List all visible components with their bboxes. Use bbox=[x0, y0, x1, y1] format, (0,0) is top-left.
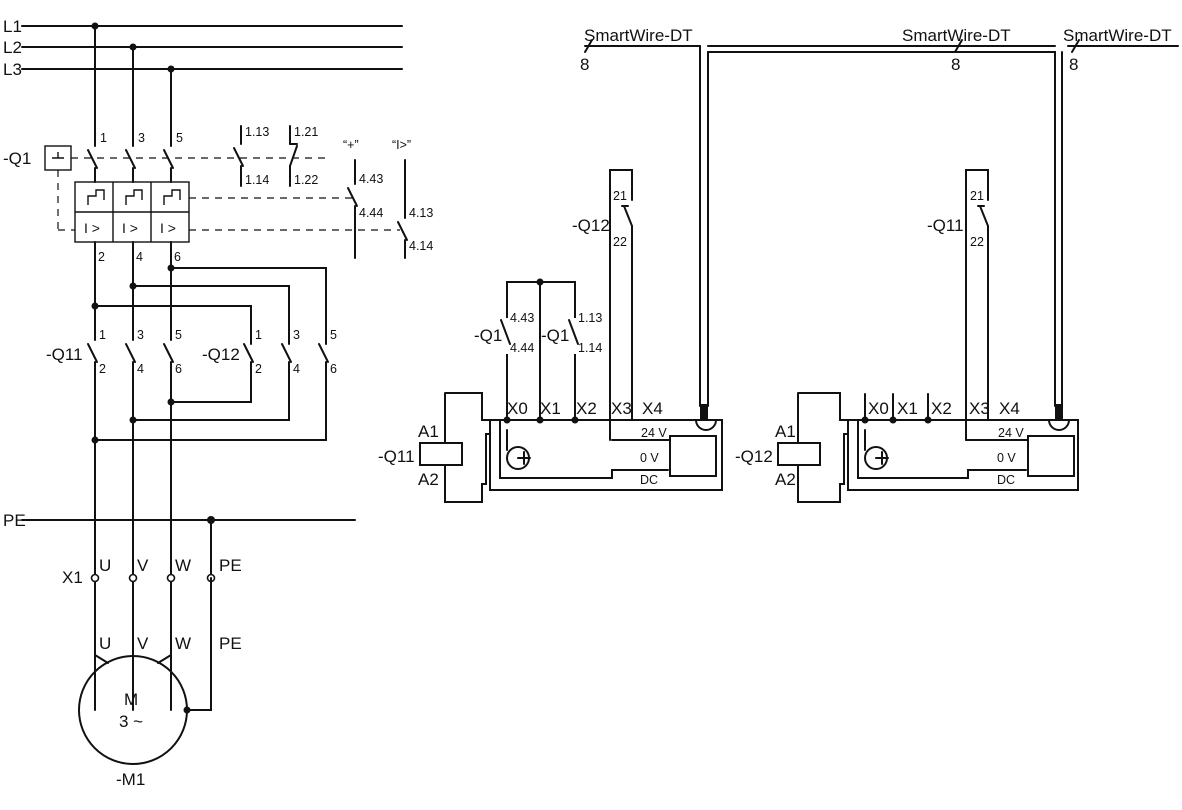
motor-phase: 3 ~ bbox=[119, 712, 143, 731]
module-right: A1 A2 -Q12 X0 X1 X2 X3 X4 24 V 0 V DC 21… bbox=[735, 169, 1079, 503]
aux-114: 1.14 bbox=[245, 173, 269, 187]
bus-count-3: 8 bbox=[1069, 55, 1078, 74]
l2-label: L2 bbox=[3, 38, 22, 57]
bus-name-3: SmartWire-DT bbox=[1063, 26, 1172, 45]
left-q1b-bottom: 1.14 bbox=[578, 341, 602, 355]
motor-v: V bbox=[137, 634, 149, 653]
module-left: A1 A2 -Q11 X0 X1 X2 X3 X4 24 V 0 V DC 4.… bbox=[378, 169, 723, 503]
left-24v: 24 V bbox=[641, 426, 667, 440]
right-x2: X2 bbox=[931, 399, 952, 418]
q12-term-1: 1 bbox=[255, 328, 262, 342]
left-a2: A2 bbox=[418, 470, 439, 489]
q12-term-4: 4 bbox=[293, 362, 300, 376]
left-q1b-label: -Q1 bbox=[541, 326, 569, 345]
right-int-bottom: 22 bbox=[970, 235, 984, 249]
l1-label: L1 bbox=[3, 17, 22, 36]
q11-term-1: 1 bbox=[99, 328, 106, 342]
right-a1: A1 bbox=[775, 422, 796, 441]
signal-trip-caption: “I>” bbox=[392, 138, 411, 152]
q1-term-5: 5 bbox=[176, 131, 183, 145]
breaker-q1: 1 3 5 -Q1 I > I > I > 2 4 6 bbox=[3, 25, 400, 264]
q11-term-2: 2 bbox=[99, 362, 106, 376]
left-q1a-label: -Q1 bbox=[474, 326, 502, 345]
motor-w: W bbox=[175, 634, 191, 653]
right-a2: A2 bbox=[775, 470, 796, 489]
left-coil-label: -Q11 bbox=[378, 447, 415, 466]
right-0v: 0 V bbox=[997, 451, 1016, 465]
aux-113: 1.13 bbox=[245, 125, 269, 139]
left-x3: X3 bbox=[611, 399, 632, 418]
q12-term-6: 6 bbox=[330, 362, 337, 376]
q1-term-2: 2 bbox=[98, 250, 105, 264]
l3-label: L3 bbox=[3, 60, 22, 79]
pe-terminal-motor: PE X1 U V W PE U V W PE M 3 ~ -M1 bbox=[3, 511, 356, 789]
q1-term-4: 4 bbox=[136, 250, 143, 264]
right-int-top: 21 bbox=[970, 189, 984, 203]
motor-u: U bbox=[99, 634, 111, 653]
bus-name-1: SmartWire-DT bbox=[584, 26, 693, 45]
left-q1b-top: 1.13 bbox=[578, 311, 602, 325]
q11-label: -Q11 bbox=[46, 345, 83, 364]
signal-plus-caption: “+” bbox=[343, 138, 359, 152]
right-x4: X4 bbox=[999, 399, 1020, 418]
signal-trip-bottom: 4.14 bbox=[409, 239, 433, 253]
aux-122: 1.22 bbox=[294, 173, 318, 187]
right-24v: 24 V bbox=[998, 426, 1024, 440]
motor-m: M bbox=[124, 690, 138, 709]
q1-label: -Q1 bbox=[3, 149, 31, 168]
left-x1: X1 bbox=[540, 399, 561, 418]
q11-term-5: 5 bbox=[175, 328, 182, 342]
smartwire-bus: SmartWire-DT SmartWire-DT SmartWire-DT 8… bbox=[580, 26, 1179, 420]
right-x3: X3 bbox=[969, 399, 990, 418]
trip-symbol-1: I > bbox=[84, 220, 100, 236]
trip-symbol-2: I > bbox=[122, 220, 138, 236]
x1-pe: PE bbox=[219, 556, 242, 575]
x1-label: X1 bbox=[62, 568, 83, 587]
left-x4: X4 bbox=[642, 399, 663, 418]
left-q1a-bottom: 4.44 bbox=[510, 341, 534, 355]
motor-label: -M1 bbox=[116, 770, 145, 789]
right-coil-label: -Q12 bbox=[735, 447, 773, 466]
q12-term-5: 5 bbox=[330, 328, 337, 342]
left-q1a-top: 4.43 bbox=[510, 311, 534, 325]
q11-term-6: 6 bbox=[175, 362, 182, 376]
right-x1: X1 bbox=[897, 399, 918, 418]
left-x0: X0 bbox=[507, 399, 528, 418]
bus-count-1: 8 bbox=[580, 55, 589, 74]
aux-121: 1.21 bbox=[294, 125, 318, 139]
q1-aux-contacts: 1.13 1.14 1.21 1.22 “+” 4.43 4.44 “I>” 4… bbox=[233, 125, 433, 259]
q1-term-1: 1 bbox=[100, 131, 107, 145]
left-a1: A1 bbox=[418, 422, 439, 441]
right-dc: DC bbox=[997, 473, 1015, 487]
power-contactors: 1 3 5 2 4 6 -Q11 1 3 5 2 4 6 -Q12 bbox=[46, 241, 337, 711]
left-int-bottom: 22 bbox=[613, 235, 627, 249]
signal-trip-top: 4.13 bbox=[409, 206, 433, 220]
q11-term-4: 4 bbox=[137, 362, 144, 376]
supply-lines: L1 L2 L3 bbox=[3, 17, 403, 79]
left-0v: 0 V bbox=[640, 451, 659, 465]
q11-term-3: 3 bbox=[137, 328, 144, 342]
q12-term-2: 2 bbox=[255, 362, 262, 376]
right-x0: X0 bbox=[868, 399, 889, 418]
q1-term-3: 3 bbox=[138, 131, 145, 145]
q12-term-3: 3 bbox=[293, 328, 300, 342]
pe-label: PE bbox=[3, 511, 26, 530]
bus-count-2: 8 bbox=[951, 55, 960, 74]
left-int-top: 21 bbox=[613, 189, 627, 203]
left-x2: X2 bbox=[576, 399, 597, 418]
x1-u: U bbox=[99, 556, 111, 575]
q12-label: -Q12 bbox=[202, 345, 240, 364]
q1-term-6: 6 bbox=[174, 250, 181, 264]
trip-symbol-3: I > bbox=[160, 220, 176, 236]
signal-plus-bottom: 4.44 bbox=[359, 206, 383, 220]
left-dc: DC bbox=[640, 473, 658, 487]
right-int-label: -Q11 bbox=[927, 216, 964, 235]
left-int-label: -Q12 bbox=[572, 216, 610, 235]
x1-v: V bbox=[137, 556, 149, 575]
signal-plus-top: 4.43 bbox=[359, 172, 383, 186]
bus-name-2: SmartWire-DT bbox=[902, 26, 1011, 45]
motor-pe: PE bbox=[219, 634, 242, 653]
x1-w: W bbox=[175, 556, 191, 575]
